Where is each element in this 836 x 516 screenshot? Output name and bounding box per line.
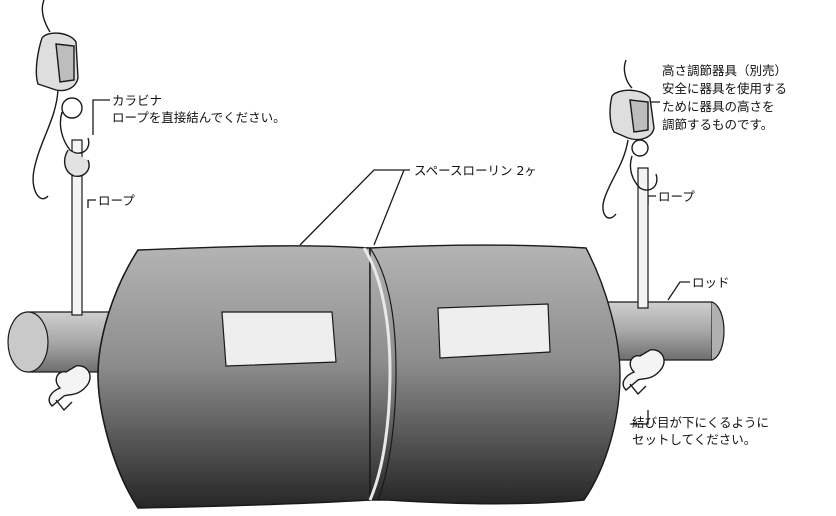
label-plate-left [221,311,337,367]
knot-note-label: 結び目が下にくるように セットしてください。 [632,415,770,447]
height-adjuster-label: 高さ調節器具（別売） 安全に器具を使用する ために器具の高さを 調節するものです… [662,63,788,132]
rope-right [637,167,649,309]
rod-label: ロッド [692,275,730,290]
rope-knot-icon [622,349,665,396]
rope-right-label: ロープ [658,189,695,204]
rod-right [591,301,725,361]
carabiner-label: カラビナ ロープを直接結んでください。 [112,93,286,125]
roller-right [362,244,621,505]
roller-left [97,245,371,509]
rope-left-label: ロープ [98,193,135,208]
height-adjuster-icon [602,59,658,219]
carabiner-icon [32,0,90,200]
rope-knot-icon [48,365,91,412]
space-roller-label: スペースローリン 2ヶ [414,163,537,178]
label-plate-right [437,303,551,359]
rope-left [71,139,83,316]
